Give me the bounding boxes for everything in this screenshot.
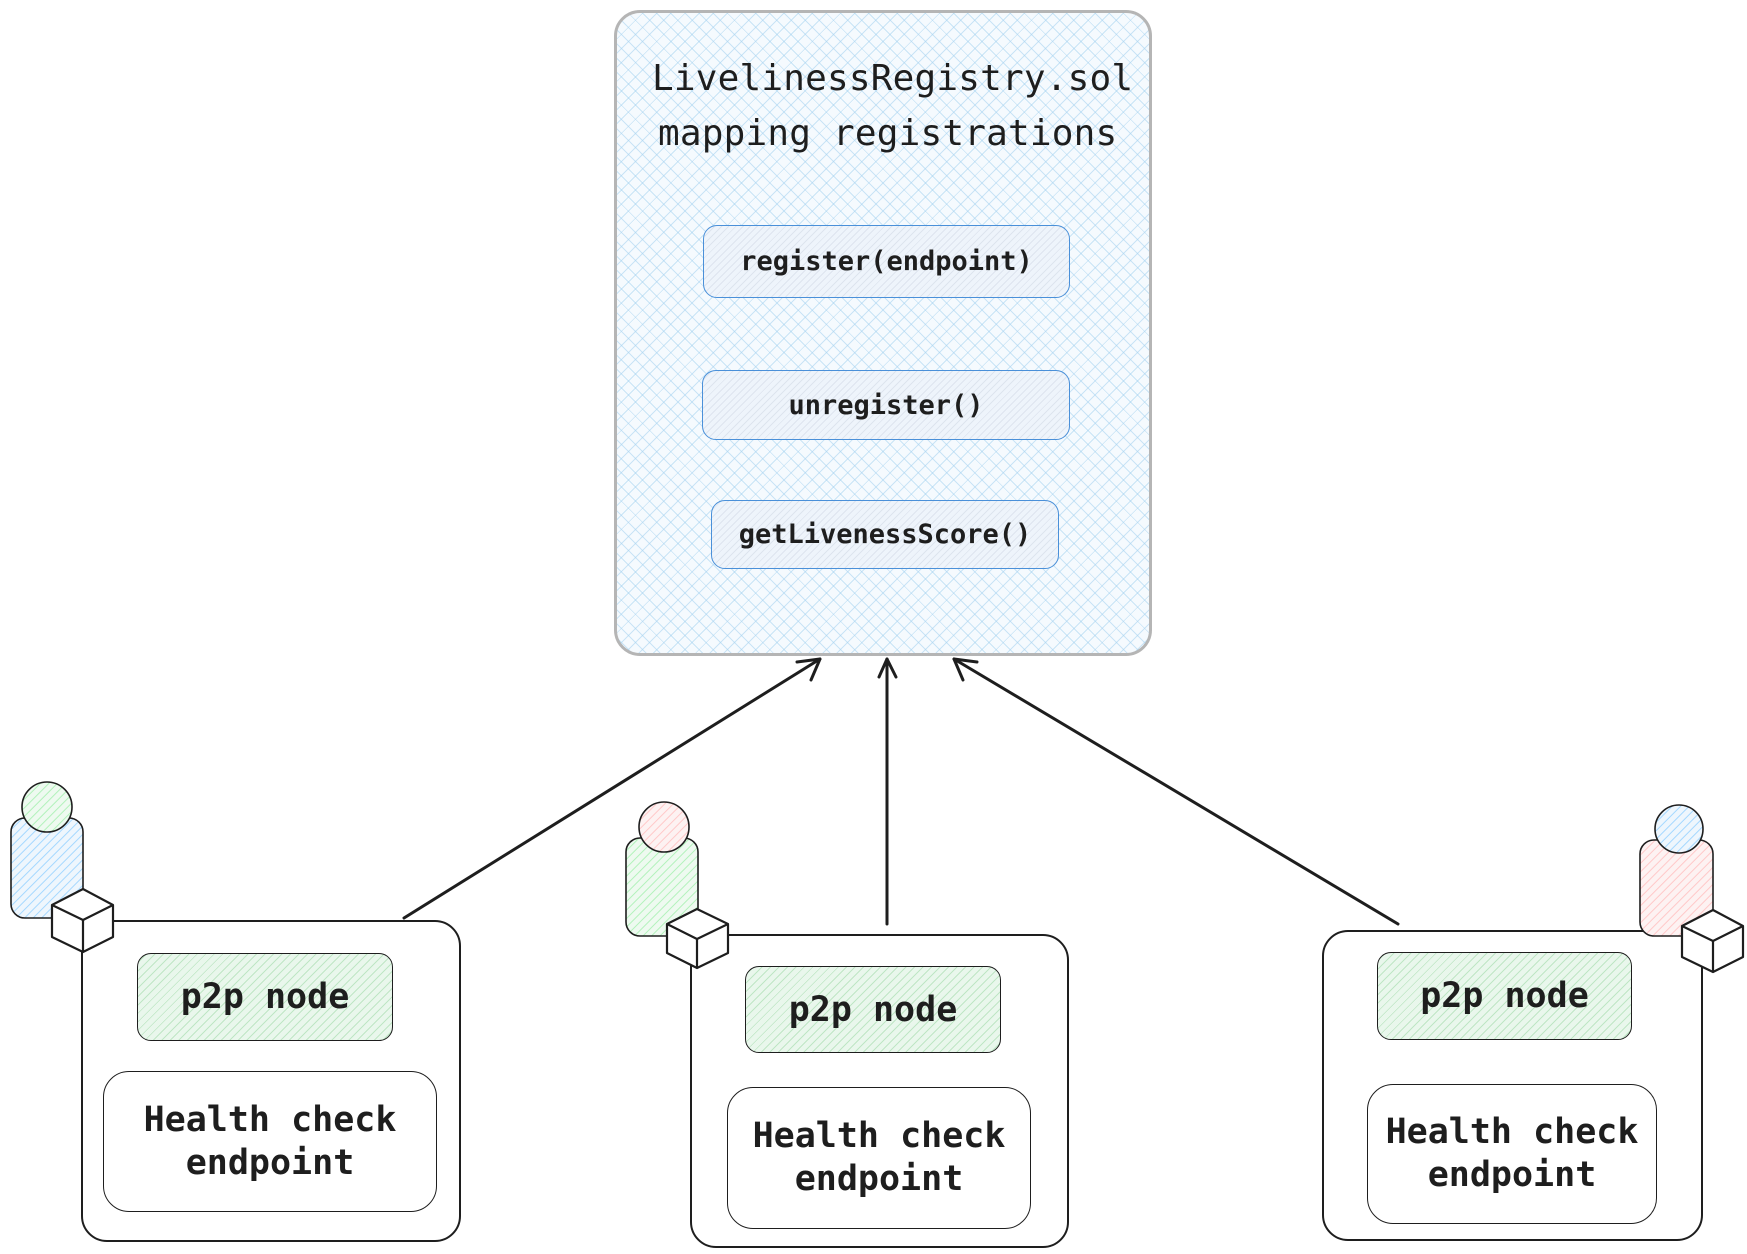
p2p-node-3: p2p node <box>1377 952 1632 1040</box>
person-icon <box>1639 804 1714 937</box>
health-check-label: Health check <box>752 1116 1006 1156</box>
endpoint-label: endpoint <box>185 1142 355 1183</box>
unregister-function[interactable]: unregister() <box>702 370 1070 440</box>
endpoint-label: endpoint <box>1427 1155 1597 1195</box>
endpoint-label: endpoint <box>794 1159 964 1199</box>
health-check-label: Health check <box>1385 1112 1639 1152</box>
arrow-up-icon <box>952 657 1400 926</box>
p2p-node-2: p2p node <box>745 966 1001 1053</box>
contract-title: LivelinessRegistry.sol <box>652 58 1134 99</box>
p2p-node-1: p2p node <box>137 953 393 1041</box>
person-icon <box>10 781 84 919</box>
cube-icon <box>50 887 115 954</box>
cube-icon <box>665 907 730 970</box>
contract-box <box>614 10 1152 656</box>
arrow-up-icon <box>402 657 822 920</box>
arrow-up-icon <box>877 657 898 926</box>
contract-mapping: mapping registrations <box>658 113 1118 154</box>
register-function[interactable]: register(endpoint) <box>703 225 1070 298</box>
get-liveness-score-function[interactable]: getLivenessScore() <box>711 500 1059 569</box>
health-check-label: Health check <box>143 1099 397 1140</box>
person-icon <box>625 801 699 937</box>
cube-icon <box>1680 908 1745 974</box>
